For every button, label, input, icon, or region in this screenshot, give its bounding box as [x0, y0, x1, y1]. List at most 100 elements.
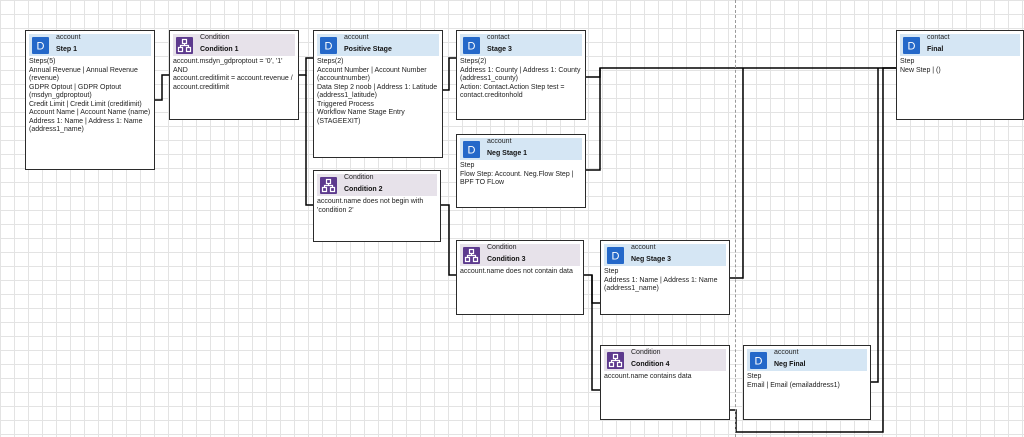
node-body: Step Flow Step: Account. Neg.Flow Step |…: [460, 162, 583, 188]
node-entity: account: [774, 349, 799, 356]
connector-line: [305, 75, 313, 206]
node-body: Steps(2) Address 1: County | Address 1: …: [460, 58, 583, 101]
node-line: Address 1: Name | Address 1: Name (addre…: [604, 276, 718, 293]
condition-header: Condition Condition 1: [173, 34, 295, 56]
svg-text:D: D: [468, 145, 476, 157]
node-line: Account Name | Account Name (name): [29, 109, 151, 116]
node-line: Step: [604, 268, 619, 275]
node-line: AND: [173, 66, 188, 74]
condition-icon: [607, 352, 624, 369]
condition-header: Condition Condition 3: [460, 244, 580, 266]
node-body: Steps(5) Annual Revenue | Annual Revenue…: [29, 58, 152, 135]
stage-header: D account Neg Final: [747, 349, 867, 371]
node-line: Steps(5): [29, 58, 56, 65]
node-line: Steps(2): [317, 58, 344, 65]
connector-line: [871, 68, 879, 383]
stage-icon: D: [607, 247, 624, 264]
condition-1[interactable]: Condition Condition 1 account.msdyn_gdpr…: [169, 30, 299, 120]
stage-icon: D: [750, 352, 767, 369]
node-entity: account: [487, 138, 512, 145]
connector-line: [730, 68, 744, 279]
stage-header: D account Neg Stage 1: [460, 138, 582, 160]
svg-text:D: D: [755, 356, 763, 368]
node-entity: Condition: [200, 34, 230, 41]
node-line: Triggered Process: [317, 100, 374, 108]
stage-neg-final[interactable]: D account Neg Final Step Email | Email (…: [743, 345, 871, 420]
stage-neg-3[interactable]: D account Neg Stage 3 Step Address 1: Na…: [600, 240, 730, 315]
connector-line: [155, 74, 169, 101]
stage-header: D account Positive Stage: [317, 34, 439, 56]
condition-icon: [320, 177, 337, 194]
stage-icon: D: [32, 37, 49, 54]
node-title: Step 1: [56, 46, 78, 53]
stage-icon: D: [463, 37, 480, 54]
node-line: account.name does not begin with 'condit…: [317, 198, 424, 214]
svg-text:D: D: [468, 41, 476, 53]
stage-positive[interactable]: D account Positive Stage Steps(2) Accoun…: [313, 30, 443, 158]
node-entity: Condition: [631, 349, 661, 356]
divider-line: [735, 0, 736, 437]
svg-text:D: D: [612, 251, 620, 263]
stage-header: D account Step 1: [29, 34, 151, 56]
node-title: Positive Stage: [344, 46, 392, 53]
node-body: Step New Step | (): [900, 58, 1021, 75]
node-title: Neg Final: [774, 361, 806, 368]
condition-4[interactable]: Condition Condition 4 account.name conta…: [600, 345, 730, 420]
connector-line: [586, 68, 601, 171]
node-title: Neg Stage 3: [631, 256, 672, 263]
node-body: Steps(2) Account Number | Account Number…: [317, 58, 440, 126]
connector-line: [441, 204, 456, 276]
node-line: Action: Contact.Action Step test = conta…: [460, 83, 565, 100]
connector-line: [591, 275, 600, 304]
stage-icon: D: [903, 37, 920, 54]
condition-icon: [176, 37, 193, 54]
connector-line: [584, 274, 600, 391]
node-entity: Condition: [344, 174, 374, 181]
connector-line: [443, 57, 456, 91]
node-line: Workflow Name Stage Entry (STAGEEXIT): [317, 109, 405, 125]
node-entity: Condition: [487, 244, 517, 251]
node-title: Condition 1: [200, 46, 239, 53]
node-line: Account Number | Account Number (account…: [317, 66, 427, 83]
node-line: Credit Limit | Credit Limit (creditlimit…: [29, 100, 142, 108]
node-body: account.name contains data: [604, 373, 727, 382]
node-line: Address 1: Name | Address 1: Name (addre…: [29, 117, 143, 134]
node-body: account.name does not begin with 'condit…: [317, 198, 438, 215]
node-line: Address 1: County | Address 1: County (a…: [460, 66, 581, 83]
node-line: Data Step 2 noob | Address 1: Latitude (…: [317, 83, 438, 100]
node-entity: account: [56, 34, 81, 41]
svg-text:D: D: [37, 41, 45, 53]
stage-final[interactable]: D contact Final Step New Step | (): [896, 30, 1024, 120]
condition-2[interactable]: Condition Condition 2 account.name does …: [313, 170, 441, 242]
node-line: account.creditlimit = account.revenue / …: [173, 75, 293, 91]
condition-icon: [463, 247, 480, 264]
node-line: Flow Step: Account. Neg.Flow Step | BPF …: [460, 170, 574, 187]
node-line: Step: [460, 162, 475, 169]
node-body: account.msdyn_gdproptout = '0', '1' AND …: [173, 58, 296, 92]
node-line: Step: [900, 58, 915, 65]
node-title: Condition 3: [487, 256, 526, 263]
stage-step-1[interactable]: D account Step 1 Steps(5) Annual Revenue…: [25, 30, 155, 170]
node-line: Email | Email (emailaddress1): [747, 381, 840, 389]
stage-header: D contact Stage 3: [460, 34, 582, 56]
node-title: Condition 4: [631, 361, 670, 368]
connector-line: [586, 67, 896, 78]
node-title: Stage 3: [487, 46, 512, 53]
condition-header: Condition Condition 4: [604, 349, 726, 371]
node-body: Step Address 1: Name | Address 1: Name (…: [604, 268, 727, 294]
connector-line: [299, 57, 313, 76]
stage-icon: D: [320, 37, 337, 54]
node-line: account.msdyn_gdproptout = '0', '1': [173, 58, 283, 65]
node-entity: contact: [487, 34, 510, 41]
node-entity: account: [631, 244, 656, 251]
svg-text:D: D: [325, 41, 333, 53]
node-line: Steps(2): [460, 58, 487, 65]
condition-header: Condition Condition 2: [317, 174, 437, 196]
node-title: Final: [927, 46, 944, 53]
stage-3[interactable]: D contact Stage 3 Steps(2) Address 1: Co…: [456, 30, 586, 120]
condition-3[interactable]: Condition Condition 3 account.name does …: [456, 240, 584, 315]
node-body: account.name does not contain data: [460, 268, 581, 277]
stage-neg-1[interactable]: D account Neg Stage 1 Step Flow Step: Ac…: [456, 134, 586, 208]
node-entity: account: [344, 34, 369, 41]
